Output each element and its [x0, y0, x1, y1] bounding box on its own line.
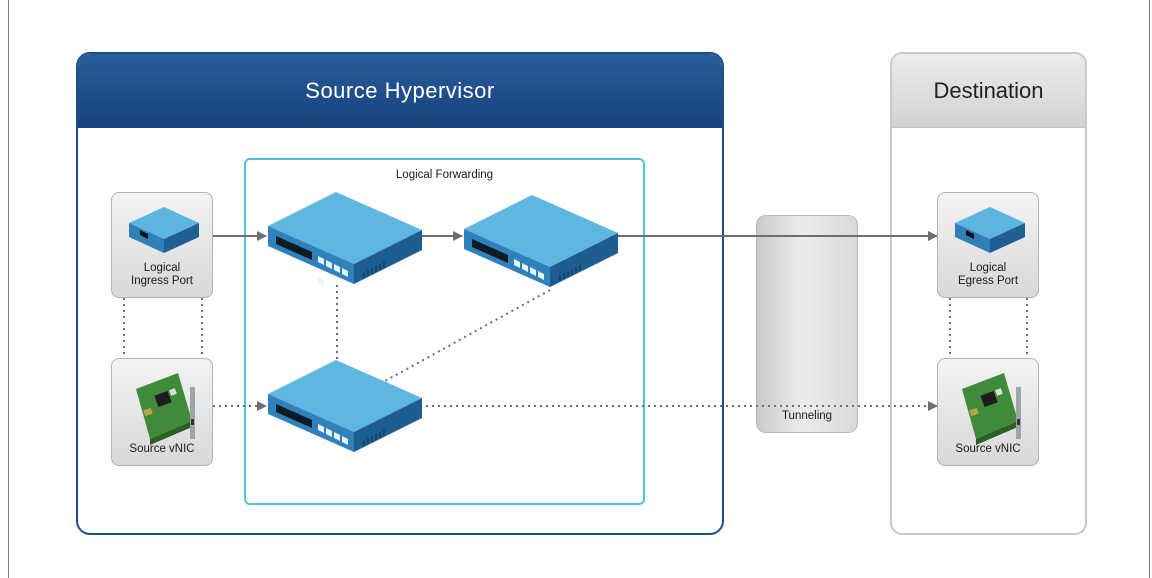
source-vnic-label: Source vNIC	[129, 443, 195, 455]
switch-icon	[268, 192, 422, 286]
port-box-icon	[129, 207, 199, 253]
link-switch2-switch3	[377, 289, 551, 386]
logical-ingress-port-tile: Logical Ingress Port	[111, 192, 213, 298]
nic-card-icon	[962, 373, 1021, 445]
ingress-port-label-line2: Ingress Port	[131, 275, 193, 287]
egress-port-label-line1: Logical	[969, 262, 1007, 274]
tunnel-label: Tunneling	[781, 410, 833, 422]
destination-vnic-tile: Source vNIC	[937, 358, 1039, 466]
logical-forwarding-label: Logical Forwarding	[395, 169, 494, 181]
page-frame	[8, 0, 1150, 578]
destination-title: Destination	[933, 78, 1044, 103]
destination-vnic-label: Source vNIC	[955, 443, 1021, 455]
port-box-icon	[955, 207, 1025, 253]
destination-header	[892, 54, 1085, 128]
tunnel: Tunneling	[756, 215, 858, 433]
egress-port-label-line2: Egress Port	[957, 275, 1019, 287]
switch-icon	[268, 360, 422, 452]
ingress-port-label-line1: Logical	[143, 262, 181, 274]
source-vnic-tile: Source vNIC	[111, 358, 213, 466]
switch-icon	[464, 195, 618, 287]
source-hypervisor-header	[78, 54, 722, 128]
source-hypervisor-title: Source Hypervisor	[305, 78, 495, 103]
logical-egress-port-tile: Logical Egress Port	[937, 192, 1039, 298]
nic-card-icon	[136, 373, 195, 445]
logical-forwarding-box: Logical Forwarding	[244, 158, 645, 505]
